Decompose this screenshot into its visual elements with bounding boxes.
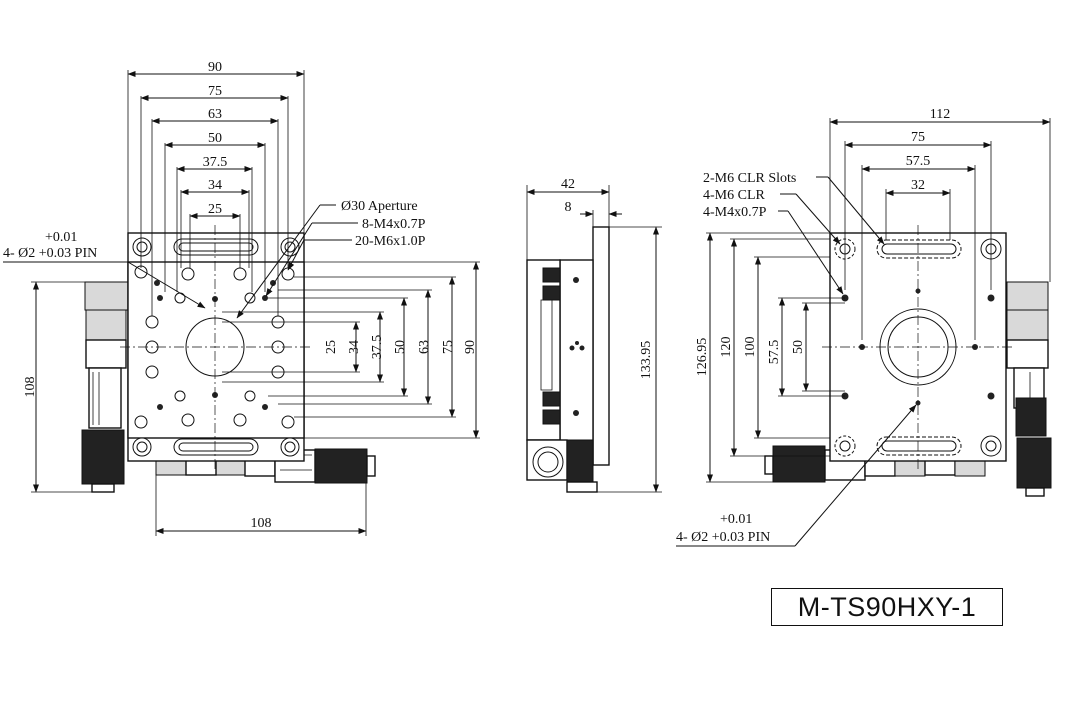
dim-top-75: 75 bbox=[208, 84, 222, 99]
dim-bottom-view-112: 112 bbox=[930, 107, 950, 122]
model-number-label: M-TS90HXY-1 bbox=[771, 588, 1003, 626]
bottom-view-bottom-knob bbox=[772, 445, 826, 483]
top-view-bottom-knob bbox=[314, 448, 368, 484]
side-view: 42 8 133.95 bbox=[526, 177, 662, 493]
top-view-height-dimensions: 25 34 37.5 50 63 75 90 bbox=[222, 261, 480, 439]
callout-aperture: Ø30 Aperture bbox=[341, 199, 418, 214]
bottom-view-height-dimensions: 126.95 120 100 57.5 50 bbox=[695, 232, 845, 483]
dim-bottom-108: 108 bbox=[251, 516, 272, 531]
dim-top-34: 34 bbox=[208, 178, 222, 193]
dim-bottom-view-32: 32 bbox=[911, 178, 925, 193]
dim-left-108: 108 bbox=[23, 377, 38, 398]
dim-top-37-5: 37.5 bbox=[203, 155, 228, 170]
callout-m4: 8-M4x0.7P bbox=[362, 217, 426, 232]
dim-side-42: 42 bbox=[561, 177, 575, 192]
dim-bottom-view-120: 120 bbox=[719, 337, 734, 358]
dim-right-75: 75 bbox=[441, 340, 456, 354]
dim-side-8: 8 bbox=[565, 200, 572, 215]
callout-clr: 4-M6 CLR bbox=[703, 188, 766, 203]
dim-bottom-view-126-95: 126.95 bbox=[695, 338, 710, 377]
side-view-top-plate bbox=[592, 226, 610, 466]
dim-right-90: 90 bbox=[463, 340, 478, 354]
dim-top-90: 90 bbox=[208, 60, 222, 75]
dim-bottom-view-57-5-v: 57.5 bbox=[767, 340, 782, 365]
top-view-width-dimensions: 90 75 63 50 37.5 34 25 bbox=[127, 60, 305, 316]
dim-bottom-view-57-5: 57.5 bbox=[906, 154, 931, 169]
dim-right-63: 63 bbox=[417, 340, 432, 354]
dim-right-37-5: 37.5 bbox=[370, 335, 385, 360]
top-view-callouts: Ø30 Aperture 8-M4x0.7P 20-M6x1.0P +0.01 … bbox=[3, 199, 426, 319]
top-view-left-knob bbox=[81, 429, 125, 485]
callout-pin-bottom: 4- Ø2 +0.03 PIN bbox=[676, 530, 770, 545]
top-view: 90 75 63 50 37.5 34 25 bbox=[3, 60, 480, 536]
top-view-left-bracket bbox=[84, 281, 129, 311]
bottom-view-width-dimensions: 112 75 57.5 32 bbox=[829, 107, 1051, 340]
callout-pin: 4- Ø2 +0.03 PIN bbox=[3, 246, 97, 261]
bottom-view: 112 75 57.5 32 126.95 120 100 57.5 bbox=[676, 107, 1052, 547]
dim-right-34: 34 bbox=[347, 340, 362, 354]
callout-slots: 2-M6 CLR Slots bbox=[703, 171, 796, 186]
callout-pin-tol-bottom: +0.01 bbox=[720, 512, 752, 527]
dim-bottom-view-100: 100 bbox=[743, 337, 758, 358]
dim-right-50: 50 bbox=[393, 340, 408, 354]
dim-bottom-view-75: 75 bbox=[911, 130, 925, 145]
dim-top-50: 50 bbox=[208, 131, 222, 146]
callout-pin-tol: +0.01 bbox=[45, 230, 77, 245]
bottom-view-right-knob bbox=[1016, 437, 1052, 489]
dim-side-133-95: 133.95 bbox=[639, 341, 654, 380]
bottom-view-callouts: 2-M6 CLR Slots 4-M6 CLR 4-M4x0.7P +0.01 … bbox=[676, 171, 917, 547]
top-view-overall-dimensions: 108 108 bbox=[23, 281, 367, 536]
dim-right-25: 25 bbox=[324, 340, 339, 354]
dim-bottom-view-50: 50 bbox=[791, 340, 806, 354]
dim-top-63: 63 bbox=[208, 107, 222, 122]
callout-m4-bottom: 4-M4x0.7P bbox=[703, 205, 767, 220]
callout-m6: 20-M6x1.0P bbox=[355, 234, 426, 249]
dim-top-25: 25 bbox=[208, 202, 222, 217]
